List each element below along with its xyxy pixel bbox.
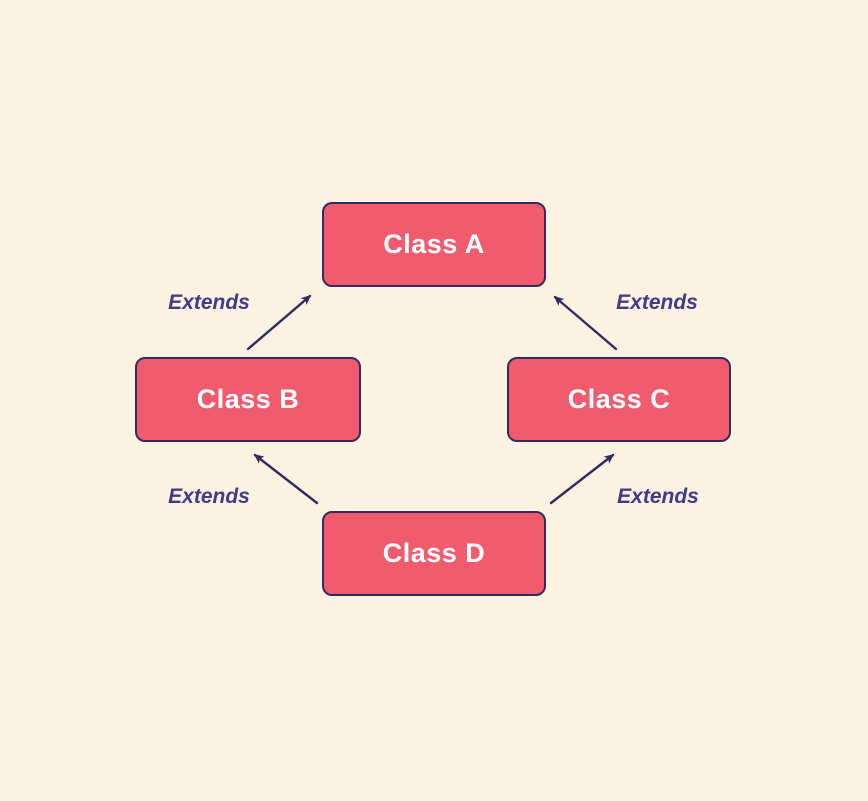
node-class-b-label: Class B — [196, 384, 300, 414]
node-class-c: Class C — [507, 357, 731, 442]
extends-label-d-to-c: Extends — [617, 485, 699, 508]
extends-label-b-to-a: Extends — [168, 291, 250, 314]
extends-label-c-to-a: Extends — [616, 291, 698, 314]
extends-label-d-to-b: Extends — [168, 485, 250, 508]
node-class-a-label: Class A — [383, 229, 485, 259]
node-class-c-label: Class C — [567, 384, 671, 414]
node-class-d: Class D — [322, 511, 546, 596]
node-class-a: Class A — [322, 202, 546, 287]
node-class-d-label: Class D — [382, 538, 486, 568]
node-class-b: Class B — [135, 357, 361, 442]
